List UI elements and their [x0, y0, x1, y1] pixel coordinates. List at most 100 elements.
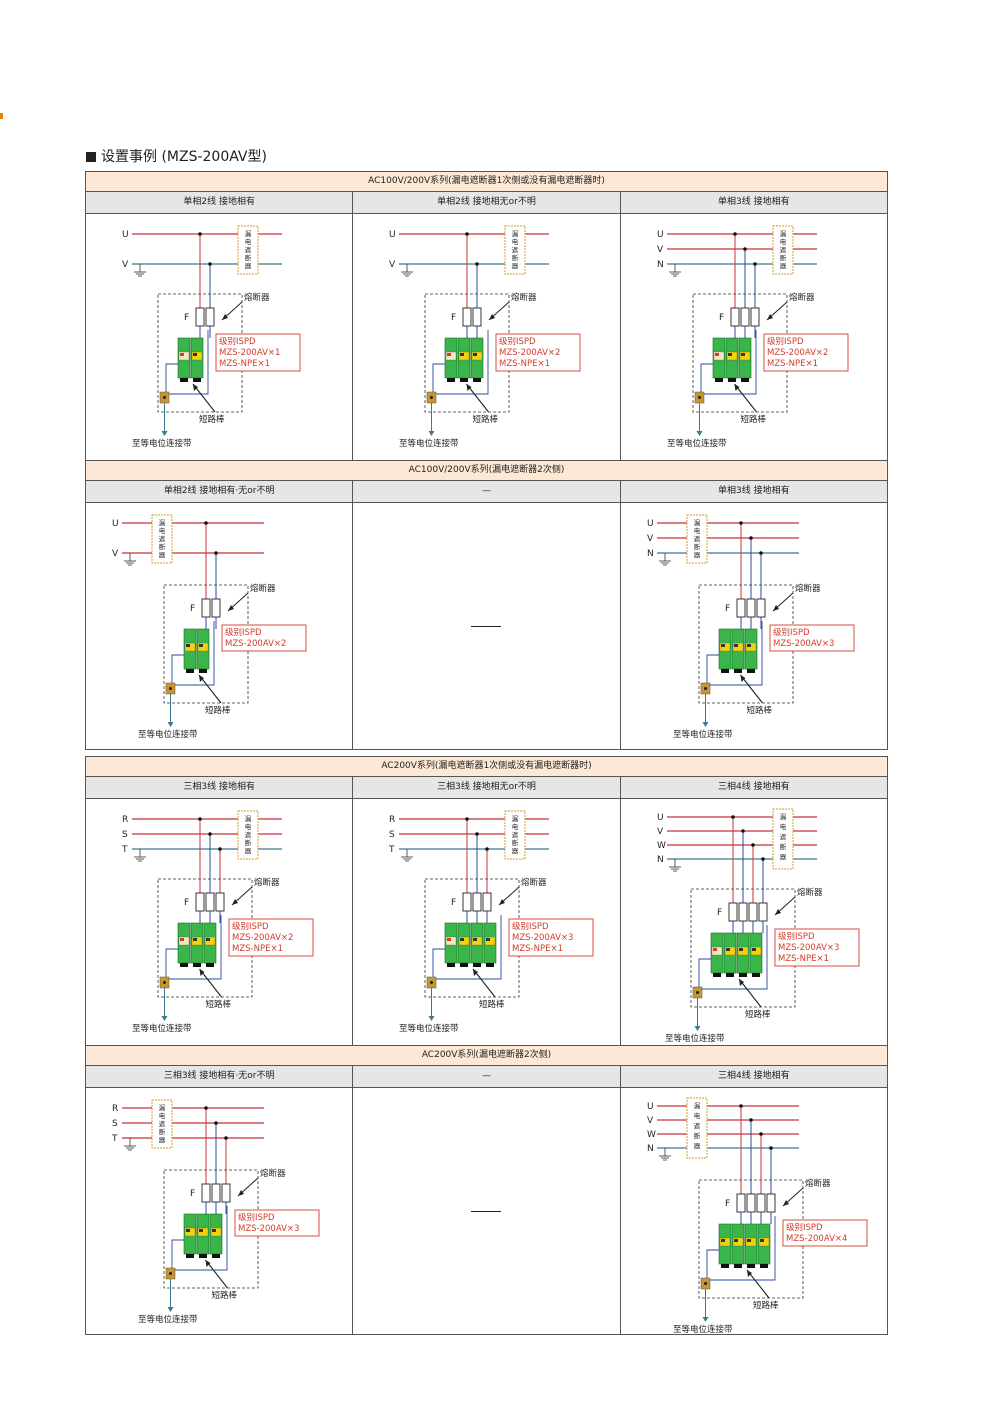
leakage-breaker: 漏电遮断器 [504, 810, 526, 860]
breaker-label-char: 电 [693, 1111, 700, 1120]
breaker-label-char: 器 [779, 262, 786, 270]
fuse [472, 307, 482, 327]
spd-modules [177, 337, 204, 382]
short-bar-pointer [205, 1259, 228, 1289]
page-corner-mark [0, 113, 3, 119]
section-banner: AC100V/200V系列(漏电遮断器2次侧) [86, 461, 887, 481]
fuse-feed-wires [738, 1104, 773, 1194]
fuse [728, 902, 738, 922]
spec-line: 级别ISPD [225, 627, 262, 638]
breaker-label-char: 漏 [245, 229, 252, 238]
ground-icon [134, 849, 146, 862]
spd-modules [712, 337, 751, 382]
phase-label-u: U [657, 230, 664, 240]
spec-line: MZS-200AV×2 [499, 348, 560, 358]
fuse [215, 892, 225, 912]
fuse [740, 307, 750, 327]
fuse-feed-wires [738, 521, 763, 599]
phase-label-n: N [657, 855, 664, 865]
spec-line: 级别ISPD [219, 336, 256, 347]
fuse-letter-label: F [184, 898, 189, 908]
column-header: 三相3线 接地相有·无or不明 [163, 1071, 275, 1081]
fuse [472, 892, 482, 912]
breaker-label-char: 漏 [245, 814, 252, 823]
phase-label-t: T [388, 845, 395, 855]
phase-label-w: W [647, 1130, 656, 1140]
supply-lines: UV [112, 519, 264, 566]
column-header: 三相4线 接地相有 [619, 1066, 887, 1087]
fuse [221, 1183, 231, 1203]
phase-label-v: V [657, 245, 664, 255]
fuse-group [195, 307, 215, 338]
phase-label-u: U [122, 230, 129, 240]
fuse [758, 902, 768, 922]
wiring-diagram: UVWN漏电遮断器F熔断器级别ISPDMZS-200AV×3MZS-NPE×1至… [657, 808, 860, 1044]
breaker-label-char: 断 [159, 1127, 166, 1136]
breaker-label-char: 断 [245, 253, 252, 262]
breaker-label-char: 断 [512, 838, 519, 847]
supply-lines: UVN [647, 519, 799, 566]
fuse-group [195, 892, 225, 923]
breaker-label-char: 遮 [159, 534, 166, 543]
phase-label-t: T [111, 1134, 118, 1144]
fuse [756, 598, 766, 618]
fuse-feed-wires [198, 232, 212, 308]
phase-label-u: U [112, 519, 119, 529]
short-bar-pointer [746, 1269, 770, 1299]
fuse [462, 892, 472, 912]
fuse [748, 902, 758, 922]
spec-line: MZS-200AV×2 [225, 639, 286, 649]
short-bar-label: 短路棒 [212, 1290, 238, 1301]
breaker-label-char: 电 [693, 526, 700, 535]
section-banner: AC200V系列(漏电遮断器1次侧或没有漏电遮断器时) [86, 757, 887, 777]
breaker-label-char: 遮 [512, 830, 519, 839]
breaker-label-char: 电 [159, 1111, 166, 1120]
short-bar-pointer [466, 383, 490, 413]
leakage-breaker: 漏电遮断器 [686, 1097, 708, 1159]
short-bar-label: 短路棒 [199, 414, 225, 425]
breaker-label-char: 器 [159, 1136, 166, 1144]
fuse-label: 熔断器 [250, 583, 276, 594]
fuse [736, 1193, 746, 1213]
fuse-letter-label: F [184, 313, 189, 323]
column-header: — [352, 481, 619, 502]
breaker-label-char: 漏 [159, 518, 166, 527]
breaker-label-char: 遮 [159, 1119, 166, 1128]
spd-modules [177, 922, 217, 967]
phase-label-r: R [112, 1104, 118, 1114]
spec-line: MZS-NPE×1 [767, 359, 818, 369]
fuse [730, 307, 740, 327]
spec-line: MZS-NPE×1 [499, 359, 550, 369]
spec-line: MZS-200AV×1 [219, 348, 280, 358]
fuse [201, 598, 211, 618]
phase-label-n: N [647, 1144, 654, 1154]
fuse-feed-wires [198, 817, 222, 893]
spd-modules [445, 337, 484, 382]
leakage-breaker: 漏电遮断器 [237, 810, 259, 860]
supply-lines: RST [111, 1104, 264, 1151]
spec-line: 级别ISPD [499, 336, 536, 347]
empty-dash [471, 1211, 502, 1212]
spec-line: MZS-NPE×1 [232, 944, 283, 954]
fuse-group [201, 1183, 231, 1214]
spec-line: MZS-200AV×3 [238, 1224, 299, 1234]
ground-icon [668, 859, 681, 872]
breaker-label-char: 遮 [693, 534, 700, 543]
bonding-label: 至等电位连接带 [138, 729, 198, 740]
wiring-diagram: UVN漏电遮断器F熔断器级别ISPDMZS-200AV×2MZS-NPE×1至等… [657, 225, 849, 449]
leakage-breaker: 漏电遮断器 [772, 225, 794, 275]
bonding-label: 至等电位连接带 [665, 1033, 725, 1044]
fuse-group [736, 1193, 776, 1224]
bonding-label: 至等电位连接带 [132, 1023, 192, 1034]
leakage-breaker: 漏电遮断器 [504, 225, 526, 275]
page-title: 设置事例 (MZS-200AV型) [86, 147, 267, 167]
